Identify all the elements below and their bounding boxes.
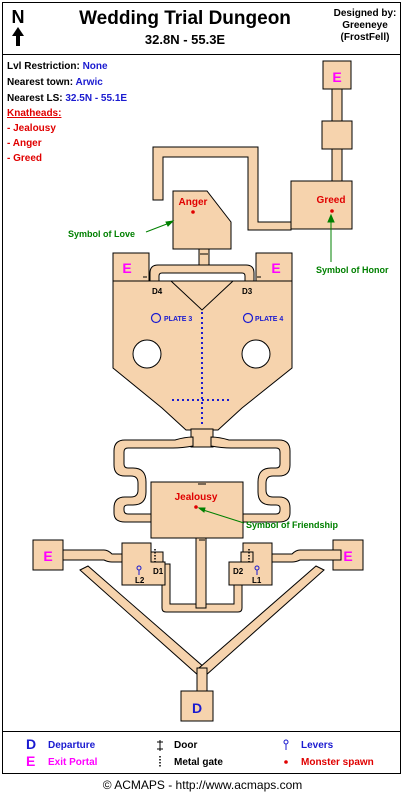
corridor bbox=[271, 549, 342, 563]
room-greed bbox=[290, 180, 353, 230]
knathead-item: - Greed bbox=[7, 153, 43, 164]
arrowhead bbox=[165, 220, 175, 227]
label-plate-4: PLATE 4 bbox=[255, 316, 283, 323]
arrowhead bbox=[327, 213, 335, 223]
corridor bbox=[331, 88, 343, 122]
main-hall bbox=[112, 280, 293, 431]
designer-name: Greeneye bbox=[342, 20, 388, 31]
room-exit-top bbox=[322, 60, 352, 90]
lvl-restriction: Lvl Restriction: None bbox=[7, 61, 108, 72]
pillar-circle bbox=[241, 339, 271, 369]
corridor bbox=[331, 148, 343, 182]
exit-label: E bbox=[271, 260, 280, 276]
legend-exit: Exit Portal bbox=[48, 757, 98, 768]
label-symbol-honor: Symbol of Honor bbox=[316, 265, 389, 275]
knatheads-title: Knatheads: bbox=[7, 108, 62, 119]
room-anger bbox=[172, 190, 232, 250]
arrow-friendship bbox=[199, 508, 245, 524]
label-symbol-love: Symbol of Love bbox=[68, 229, 135, 239]
corridor bbox=[240, 551, 254, 563]
hall-neck bbox=[190, 428, 214, 448]
label-anger: Anger bbox=[179, 197, 208, 208]
room bbox=[321, 120, 353, 150]
footer-credit: © ACMAPS - http://www.acmaps.com bbox=[102, 778, 303, 792]
room-jealousy bbox=[150, 481, 244, 539]
legend-exit-symbol: E bbox=[26, 753, 36, 769]
legend-lever-icon bbox=[283, 739, 289, 745]
room-lever-left bbox=[121, 542, 166, 586]
label-d4: D4 bbox=[152, 287, 163, 296]
header-divider bbox=[2, 54, 401, 55]
label-d1: D1 bbox=[153, 567, 164, 576]
room-departure bbox=[180, 690, 214, 722]
hall-notch bbox=[170, 280, 234, 311]
corridor bbox=[196, 667, 208, 693]
compass: N bbox=[9, 6, 27, 51]
label-l2: L2 bbox=[135, 576, 145, 585]
town-value: Arwic bbox=[75, 77, 103, 88]
room-exit-right bbox=[255, 252, 293, 284]
nearest-ls: Nearest LS: 32.5N - 55.1E bbox=[7, 93, 127, 104]
corridor-loop bbox=[152, 146, 292, 231]
exit-label: E bbox=[43, 548, 52, 564]
label-jealousy: Jealousy bbox=[175, 492, 218, 503]
town-label: Nearest town: bbox=[7, 77, 74, 88]
label-plate-3: PLATE 3 bbox=[164, 316, 192, 323]
designer-world: (FrostFell) bbox=[340, 32, 390, 43]
corridor bbox=[150, 551, 164, 563]
label-greed: Greed bbox=[317, 195, 346, 206]
knathead-item: - Anger bbox=[7, 138, 42, 149]
room-lever-right bbox=[228, 542, 273, 586]
north-arrow-icon: N bbox=[12, 7, 25, 46]
corridor bbox=[62, 549, 123, 563]
arrowhead bbox=[197, 507, 206, 513]
legend-divider bbox=[2, 731, 401, 732]
legend-levers: Levers bbox=[301, 740, 334, 751]
map-frame bbox=[2, 2, 401, 774]
pillar-circle bbox=[132, 339, 162, 369]
plate-4-icon bbox=[242, 312, 254, 324]
legend-spawn: Monster spawn bbox=[301, 757, 374, 768]
legend-door: Door bbox=[174, 740, 198, 751]
lvl-value: None bbox=[82, 61, 108, 72]
knathead-item: - Jealousy bbox=[7, 123, 56, 134]
designer-credit: Designed by: Greeneye (FrostFell) bbox=[326, 8, 404, 44]
ls-label: Nearest LS: bbox=[7, 93, 63, 104]
label-d2: D2 bbox=[233, 567, 244, 576]
legend-gate: Metal gate bbox=[174, 757, 223, 768]
label-l1: L1 bbox=[252, 576, 262, 585]
exit-label: E bbox=[122, 260, 131, 276]
label-symbol-friendship: Symbol of Friendship bbox=[246, 520, 339, 530]
room-exit-left bbox=[112, 252, 150, 284]
monster-spawn-icon bbox=[194, 505, 198, 509]
corridor-center bbox=[195, 537, 207, 609]
room-exit-side-left bbox=[32, 539, 64, 571]
legend-spawn-icon bbox=[284, 760, 288, 764]
label-d3: D3 bbox=[242, 287, 253, 296]
legend-departure: Departure bbox=[48, 740, 96, 751]
designer-label: Designed by: bbox=[333, 8, 397, 19]
exit-label: E bbox=[343, 548, 352, 564]
page-title: Wedding Trial Dungeon bbox=[79, 8, 291, 29]
corridor-u bbox=[149, 264, 255, 282]
dungeon-coords: 32.8N - 55.3E bbox=[144, 32, 226, 47]
corridor bbox=[198, 248, 210, 267]
monster-spawn-icon bbox=[191, 210, 195, 214]
plate-3-icon bbox=[150, 312, 162, 324]
exit-label: E bbox=[332, 69, 341, 85]
monster-spawn-icon bbox=[330, 209, 334, 213]
legend-departure-symbol: D bbox=[26, 736, 37, 752]
departure-label: D bbox=[192, 700, 202, 716]
nearest-town: Nearest town: Arwic bbox=[7, 77, 103, 88]
ls-value: 32.5N - 55.1E bbox=[65, 93, 128, 104]
lvl-label: Lvl Restriction: bbox=[7, 61, 80, 72]
compass-letter: N bbox=[12, 7, 25, 27]
